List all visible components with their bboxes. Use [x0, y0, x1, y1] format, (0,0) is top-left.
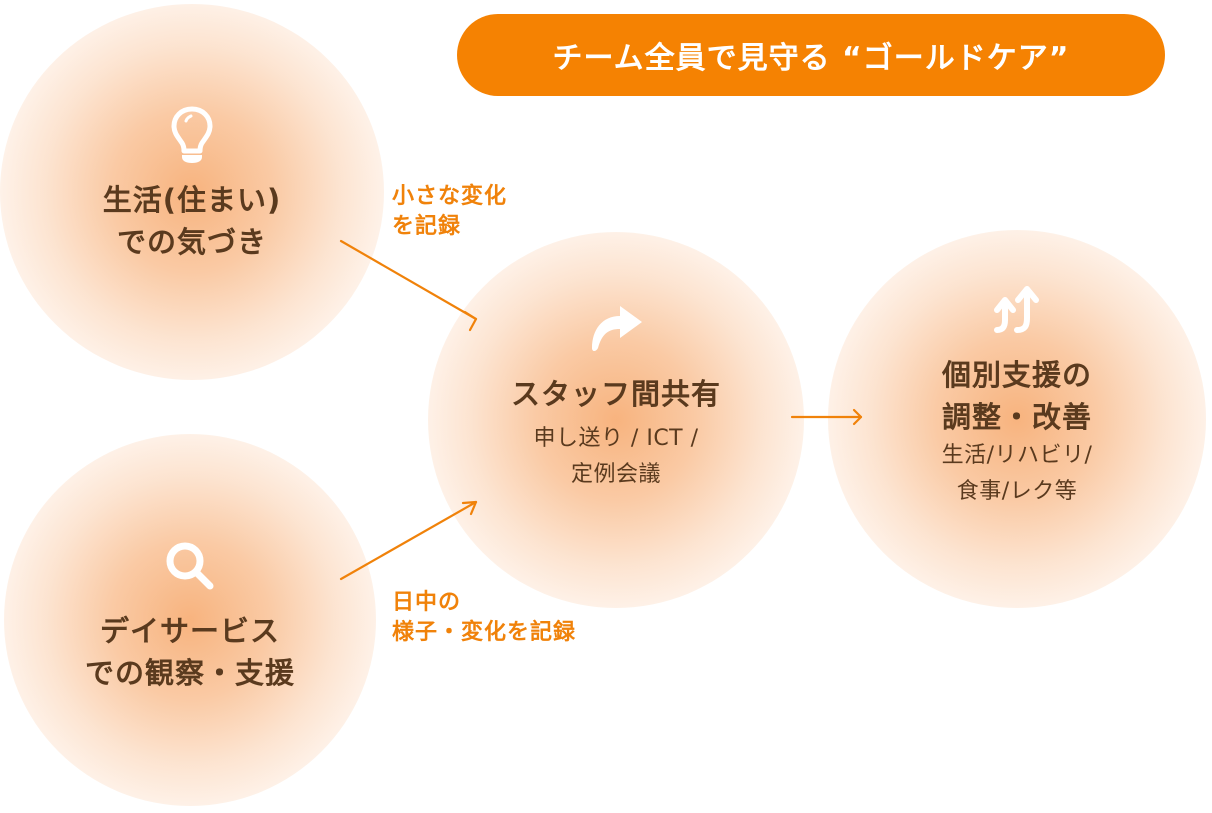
node-staff-sharing: スタッフ間共有 申し送り / ICT / 定例会議: [428, 232, 804, 608]
search-icon: [160, 536, 220, 596]
edge-label-line: 小さな変化: [392, 184, 508, 209]
node-heading-line: デイサービス: [99, 614, 280, 648]
node-sub-line: 申し送り / ICT /: [533, 426, 699, 451]
node-sub-line: 食事/レク等: [956, 479, 1078, 504]
lightbulb-icon: [162, 105, 222, 165]
edge-label-line: 様子・変化を記録: [392, 620, 577, 645]
edge-label-small-change: 小さな変化 を記録: [392, 182, 507, 242]
node-individual-support: 個別支援の 調整・改善 生活/リハビリ/ 食事/レク等: [828, 230, 1206, 608]
node-heading-line: での観察・支援: [84, 656, 295, 690]
edge-label-daytime-record: 日中の 様子・変化を記録: [392, 588, 576, 648]
edge-label-line: 日中の: [392, 590, 462, 615]
edge-label-line: を記録: [392, 214, 462, 239]
node-heading-line: 調整・改善: [941, 400, 1092, 434]
node-heading-line: での気づき: [116, 225, 267, 259]
node-heading-line: 生活(住まい): [102, 183, 282, 217]
diagram-title: チーム全員で見守る “ゴールドケア”: [457, 14, 1165, 96]
share-arrow-icon: [586, 299, 646, 359]
node-sub-line: 生活/リハビリ/: [941, 443, 1093, 468]
node-heading-line: スタッフ間共有: [510, 377, 721, 411]
node-dayservice-observation: デイサービス での観察・支援: [4, 434, 376, 806]
node-heading-line: 個別支援の: [941, 358, 1092, 392]
node-sub-line: 定例会議: [570, 462, 661, 487]
double-up-arrow-icon: [987, 280, 1047, 340]
diagram-title-text: チーム全員で見守る “ゴールドケア”: [552, 41, 1070, 76]
node-living-awareness: 生活(住まい) での気づき: [0, 4, 384, 380]
